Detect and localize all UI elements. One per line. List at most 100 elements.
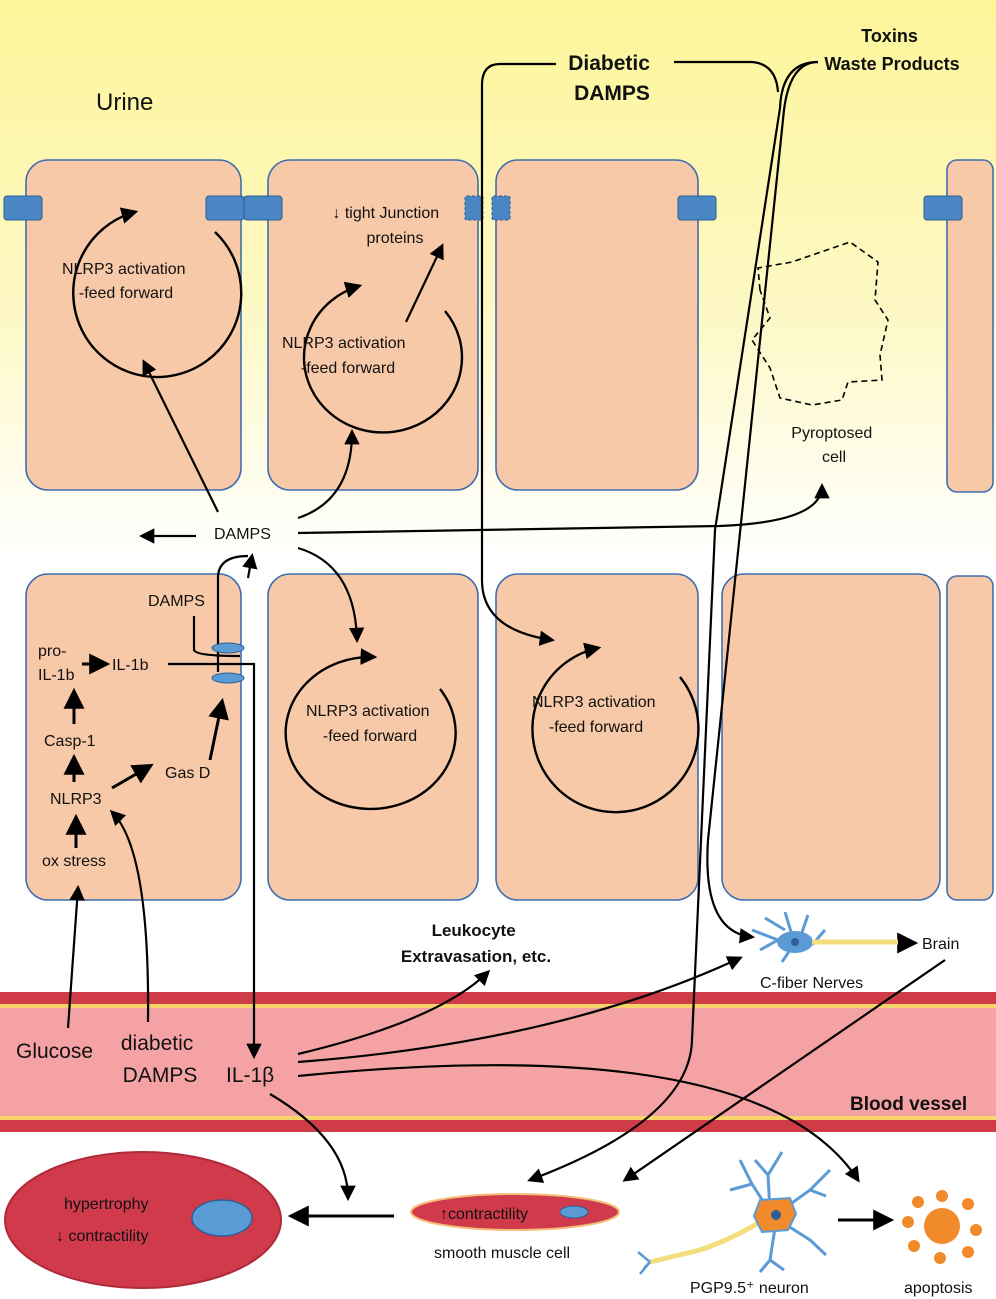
junction-1 [3,195,43,221]
apoptotic-body-7 [908,1240,920,1252]
loop-cell6 [284,648,457,811]
apoptotic-body-3 [962,1198,974,1210]
damps-cell5-label: DAMPS [148,593,205,610]
junction-4 [677,195,717,221]
cell1-loop-label: NLRP3 activation -feed forward [62,261,190,302]
junction-2 [205,195,245,221]
arrow-gasd-to-pore [208,697,229,761]
pore-bottom [211,672,245,684]
cell-upper-1 [25,159,242,491]
junction-3 [243,195,283,221]
apoptotic-body-4 [970,1224,982,1236]
junction-5 [923,195,963,221]
pgp95-nucleus [771,1210,781,1220]
cell7-loop-label: NLRP3 activation -feed forward [532,694,660,736]
cfiber-dendrites [751,911,827,963]
apoptosis-label: apoptosis [904,1280,973,1297]
vessel-wall-bottom [0,1120,996,1132]
apoptotic-body-5 [962,1246,974,1258]
arrow-il1b-to-blood [168,662,262,1060]
vessel-wall-bottom-inner [0,1116,996,1120]
damps-center-label: DAMPS [214,526,271,543]
hypertrophic-muscle-cell [4,1151,282,1289]
arrow-brain-to-muscle [622,959,946,1182]
blood-diabetic-damps-label: diabetic DAMPS [121,1032,199,1087]
hypertrophy-label: hypertrophy [64,1196,149,1213]
arrow-toxins-to-muscle [527,60,819,1183]
upper-epithelial-cells [25,159,994,493]
apoptotic-bodies [902,1190,982,1264]
arrow-damps-to-cell1 [142,359,219,513]
cell-upper-3 [495,159,699,491]
blood-vessel-label: Blood vessel [850,1094,967,1115]
loop-cell2 [302,281,464,434]
cell-upper-2 [267,159,479,491]
brain-label: Brain [922,936,959,953]
arrow-il1beta-to-apoptosis [297,1064,860,1183]
ox-stress-label: ox stress [42,853,106,870]
pgp95-neuron [637,1151,832,1275]
loop-cell7 [531,642,700,814]
nlrp3-label: NLRP3 [50,791,102,808]
pyroptosed-cell-outline [751,241,889,406]
cfiber-label: C-fiber Nerves [760,975,863,992]
arrow-gasdermin-to-damps [242,552,258,579]
vessel-wall-top-inner [0,1004,996,1008]
casp1-label: Casp-1 [44,733,96,750]
pathway-short-arrows [63,653,919,1231]
pgp95-axon [649,1219,762,1265]
arrow-damps-to-cell6 [297,546,365,644]
leukocyte-label: Leukocyte Extravasation, etc. [401,921,551,966]
tight-junction-label: ↓ tight Junction proteins [332,205,443,247]
il1beta-label: IL-1β [226,1064,274,1087]
pgp95-neuron-label: PGP9.5⁺ neuron [690,1280,809,1297]
smooth-muscle-label: smooth muscle cell [434,1245,570,1262]
apoptotic-body-1 [912,1196,924,1208]
apoptotic-body-center [924,1208,960,1244]
arrow-il1beta-to-muscle [269,1093,356,1202]
arrow-damps-to-nlrp3 [109,809,150,1023]
pore-top [211,642,245,654]
cfiber-nucleus [791,938,799,946]
down-contractility-label: ↓ contractility [56,1228,148,1245]
feedforward-loops [72,207,700,814]
arrow-damps-to-pyroptosed [297,482,830,535]
cell6-loop-label: NLRP3 activation -feed forward [306,703,434,745]
gasdermin-pores [211,642,245,684]
apoptotic-body-8 [902,1216,914,1228]
arrow-diabetic-damps-branch [674,60,780,93]
arrow-cell2-to-tight-junction [405,243,444,323]
apoptotic-body-6 [934,1252,946,1264]
cfiber-neuron [751,911,898,963]
pyroptosed-cell-label: Pyroptosed cell [791,425,876,466]
apoptotic-body-2 [936,1190,948,1202]
il1b-label: IL-1b [112,657,149,674]
blood-vessel [0,992,996,1132]
cell-upper-edge [946,159,994,493]
pro-il1b-label: pro- IL-1b [38,643,75,684]
smooth-muscle-nucleus [559,1205,589,1219]
junction-broken-1 [464,195,484,221]
arrow-damps-out-pore [192,616,241,658]
smooth-muscle-cell-shape [410,1193,620,1231]
gasd-label: Gas D [165,765,210,782]
arrow-il1beta-to-leukocyte [297,969,491,1056]
cell-lower-edge [946,575,994,901]
cell-lower-4 [721,573,941,901]
vessel-lumen [0,992,996,1132]
cell2-loop-label: NLRP3 activation -feed forward [282,335,410,377]
loop-cell1 [72,207,243,379]
toxins-waste-label: Toxins Waste Products [824,26,959,74]
vessel-wall-top [0,992,996,1004]
pathway-arrows [66,60,946,1202]
urine-label: Urine [96,89,153,116]
junction-broken-2 [491,195,511,221]
arrow-toxins-to-cfiber [706,60,819,944]
cell-lower-2 [267,573,479,901]
arrow-nlrp3-to-gasd [111,763,154,790]
pgp95-axon-terminal [637,1251,651,1275]
cell-lower-3 [495,573,699,901]
arrow-diabetic-damps-to-cell7 [480,62,556,646]
arrow-damps-to-cell2 [297,428,360,520]
